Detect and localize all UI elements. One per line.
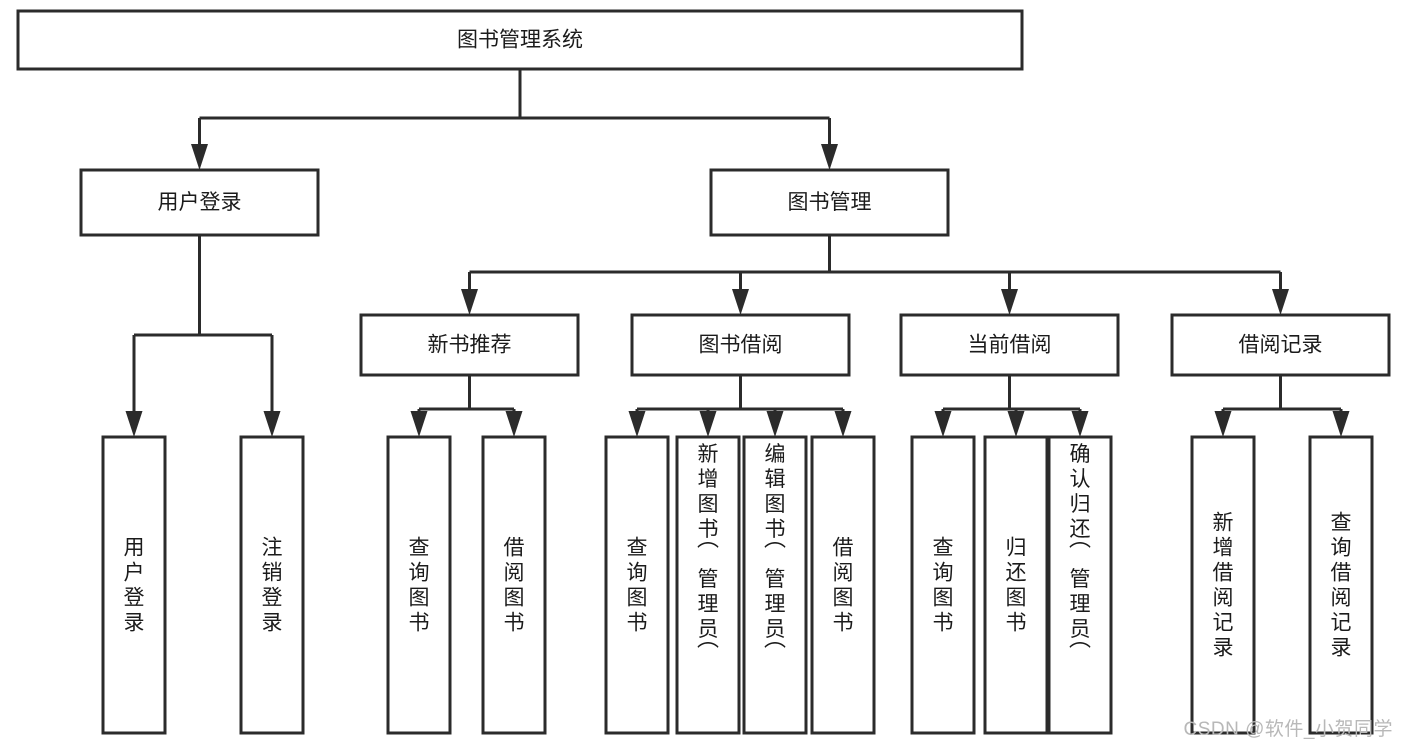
- connector-group-book-manage: [461, 235, 1289, 315]
- node-label-leaf-logout: 注销登录: [262, 537, 283, 635]
- node-box-leaf-query-book-3[interactable]: [910, 435, 976, 735]
- node-box-book-manage[interactable]: [709, 168, 950, 237]
- node-user-login[interactable]: 用户登录: [79, 168, 320, 237]
- connector-layer: [125, 69, 1350, 437]
- connector-group-user-login: [125, 235, 281, 437]
- arrow-head-leaf-query-record: [1332, 411, 1350, 437]
- node-label-current-borrow: 当前借阅: [968, 334, 1052, 357]
- node-box-book-borrow[interactable]: [630, 313, 851, 377]
- arrow-head-borrow-record: [1272, 289, 1289, 315]
- node-label-leaf-borrow-book-2: 借阅图书: [833, 537, 854, 635]
- node-leaf-borrow-book-1[interactable]: 借阅图书: [481, 435, 547, 735]
- arrow-head-leaf-add-record: [1214, 411, 1232, 437]
- connector-group-borrow-record: [1214, 375, 1350, 437]
- node-box-leaf-edit-book[interactable]: [742, 435, 808, 735]
- node-book-borrow[interactable]: 图书借阅: [630, 313, 851, 377]
- node-new-book-rec[interactable]: 新书推荐: [359, 313, 580, 377]
- arrow-head-leaf-edit-book: [766, 411, 784, 437]
- connector-group-new-book-rec: [410, 375, 523, 437]
- node-box-leaf-query-record[interactable]: [1308, 435, 1374, 735]
- node-leaf-add-record[interactable]: 新增借阅记录: [1190, 435, 1256, 735]
- arrow-head-new-book-rec: [461, 289, 478, 315]
- node-box-leaf-borrow-book-1[interactable]: [481, 435, 547, 735]
- node-box-new-book-rec[interactable]: [359, 313, 580, 377]
- node-leaf-confirm-return[interactable]: 确认归还⌒管理员⌒: [1047, 435, 1113, 735]
- node-current-borrow[interactable]: 当前借阅: [899, 313, 1120, 377]
- node-label-borrow-record: 借阅记录: [1239, 334, 1323, 357]
- node-box-leaf-user-login[interactable]: [101, 435, 167, 735]
- node-label-leaf-query-record: 查询借阅记录: [1331, 512, 1352, 660]
- node-borrow-record[interactable]: 借阅记录: [1170, 313, 1391, 377]
- connector-group-root: [191, 69, 838, 170]
- node-box-borrow-record[interactable]: [1170, 313, 1391, 377]
- node-label-leaf-query-book-2: 查询图书: [627, 537, 648, 635]
- node-leaf-borrow-book-2[interactable]: 借阅图书: [810, 435, 876, 735]
- arrow-head-leaf-borrow-book-2: [834, 411, 852, 437]
- arrow-head-leaf-confirm-return: [1071, 411, 1089, 437]
- arrow-head-leaf-query-book-1: [410, 411, 428, 437]
- connector-group-current-borrow: [934, 375, 1089, 437]
- node-box-leaf-borrow-book-2[interactable]: [810, 435, 876, 735]
- node-box-leaf-query-book-1[interactable]: [386, 435, 452, 735]
- node-box-current-borrow[interactable]: [899, 313, 1120, 377]
- node-leaf-edit-book[interactable]: 编辑图书⌒管理员⌒: [742, 435, 808, 735]
- arrow-head-book-manage: [821, 144, 838, 170]
- node-root[interactable]: 图书管理系统: [16, 9, 1024, 71]
- arrow-head-leaf-borrow-book-1: [505, 411, 523, 437]
- arrow-head-user-login: [191, 144, 208, 170]
- node-leaf-add-book[interactable]: 新增图书⌒管理员⌒: [675, 435, 741, 735]
- node-box-leaf-logout[interactable]: [239, 435, 305, 735]
- node-leaf-query-book-1[interactable]: 查询图书: [386, 435, 452, 735]
- node-label-root: 图书管理系统: [457, 29, 583, 52]
- node-leaf-return-book[interactable]: 归还图书: [983, 435, 1049, 735]
- node-label-leaf-query-book-1: 查询图书: [409, 537, 430, 635]
- node-box-user-login[interactable]: [79, 168, 320, 237]
- arrow-head-leaf-query-book-3: [934, 411, 952, 437]
- arrow-head-leaf-query-book-2: [628, 411, 646, 437]
- node-leaf-query-book-3[interactable]: 查询图书: [910, 435, 976, 735]
- arrow-head-book-borrow: [732, 289, 749, 315]
- node-book-manage[interactable]: 图书管理: [709, 168, 950, 237]
- node-label-user-login: 用户登录: [158, 191, 242, 214]
- node-box-leaf-add-book[interactable]: [675, 435, 741, 735]
- arrow-head-leaf-return-book: [1007, 411, 1025, 437]
- node-box-root[interactable]: [16, 9, 1024, 71]
- node-box-leaf-query-book-2[interactable]: [604, 435, 670, 735]
- arrow-head-leaf-logout: [263, 411, 281, 437]
- node-layer: 图书管理系统用户登录图书管理新书推荐图书借阅当前借阅借阅记录用户登录注销登录查询…: [16, 9, 1391, 735]
- node-leaf-query-record[interactable]: 查询借阅记录: [1308, 435, 1374, 735]
- node-label-leaf-query-book-3: 查询图书: [933, 537, 954, 635]
- node-label-new-book-rec: 新书推荐: [428, 334, 512, 357]
- node-label-leaf-return-book: 归还图书: [1006, 537, 1027, 635]
- node-label-leaf-add-book: 新增图书⌒管理员⌒: [697, 443, 719, 666]
- node-label-leaf-borrow-book-1: 借阅图书: [504, 537, 525, 635]
- node-label-leaf-confirm-return: 确认归还⌒管理员⌒: [1069, 443, 1091, 666]
- node-label-leaf-edit-book: 编辑图书⌒管理员⌒: [764, 443, 786, 666]
- connector-group-book-borrow: [628, 375, 852, 437]
- node-leaf-logout[interactable]: 注销登录: [239, 435, 305, 735]
- node-label-book-borrow: 图书借阅: [699, 334, 783, 357]
- node-label-leaf-add-record: 新增借阅记录: [1213, 512, 1234, 660]
- node-leaf-user-login[interactable]: 用户登录: [101, 435, 167, 735]
- node-box-leaf-confirm-return[interactable]: [1047, 435, 1113, 735]
- arrow-head-current-borrow: [1001, 289, 1018, 315]
- node-leaf-query-book-2[interactable]: 查询图书: [604, 435, 670, 735]
- node-box-leaf-return-book[interactable]: [983, 435, 1049, 735]
- node-box-leaf-add-record[interactable]: [1190, 435, 1256, 735]
- node-label-leaf-user-login: 用户登录: [124, 537, 145, 635]
- arrow-head-leaf-add-book: [699, 411, 717, 437]
- arrow-head-leaf-user-login: [125, 411, 143, 437]
- node-label-book-manage: 图书管理: [788, 191, 872, 214]
